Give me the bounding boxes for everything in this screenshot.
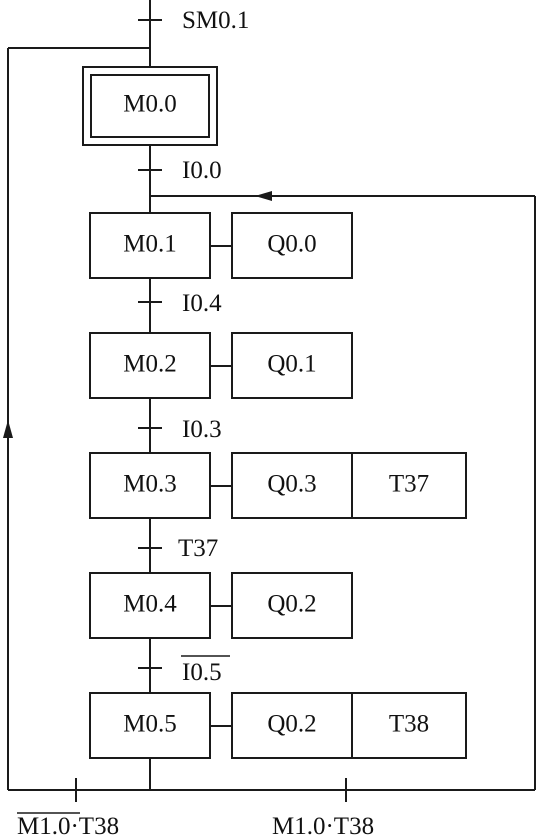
step-label-2: M0.2 xyxy=(123,351,176,378)
action-label-2a: Q0.1 xyxy=(267,351,316,378)
transition-label-1: I0.0 xyxy=(182,157,222,184)
initial-step-inner xyxy=(90,74,210,138)
action-box-4a xyxy=(231,572,353,639)
transition-label-2: I0.4 xyxy=(182,290,222,317)
action-box-5a xyxy=(231,692,353,759)
step-label-5: M0.5 xyxy=(123,711,176,738)
step-box-2 xyxy=(89,332,211,399)
action-box-5b xyxy=(351,692,467,759)
step-label-1: M0.1 xyxy=(123,231,176,258)
transition-label-5: I0.5 xyxy=(182,659,222,686)
left-loop-arrow xyxy=(3,420,13,438)
transition-label-sm01: SM0.1 xyxy=(182,7,249,34)
action-label-3a: Q0.3 xyxy=(267,471,316,498)
action-label-1a: Q0.0 xyxy=(267,231,316,258)
step-box-3 xyxy=(89,452,211,519)
step-box-1 xyxy=(89,212,211,279)
step-label-3: M0.3 xyxy=(123,471,176,498)
action-label-5b: T38 xyxy=(389,711,429,738)
step-box-4 xyxy=(89,572,211,639)
action-label-5a: Q0.2 xyxy=(267,711,316,738)
action-box-2a xyxy=(231,332,353,399)
step-box-5 xyxy=(89,692,211,759)
step-label-4: M0.4 xyxy=(123,591,177,618)
initial-step-label: M0.0 xyxy=(123,91,176,118)
action-label-4a: Q0.2 xyxy=(267,591,316,618)
transition-label-3: I0.3 xyxy=(182,416,222,443)
right-loop-arrow xyxy=(255,191,272,201)
action-box-1a xyxy=(231,212,353,279)
action-box-3a xyxy=(231,452,353,519)
action-box-3b xyxy=(351,452,467,519)
action-label-3b: T37 xyxy=(389,471,429,498)
transition-label-4: T37 xyxy=(178,535,218,562)
branch-label-left: M1.0·T38 xyxy=(17,813,119,839)
branch-label-right: M1.0·T38 xyxy=(272,813,374,839)
